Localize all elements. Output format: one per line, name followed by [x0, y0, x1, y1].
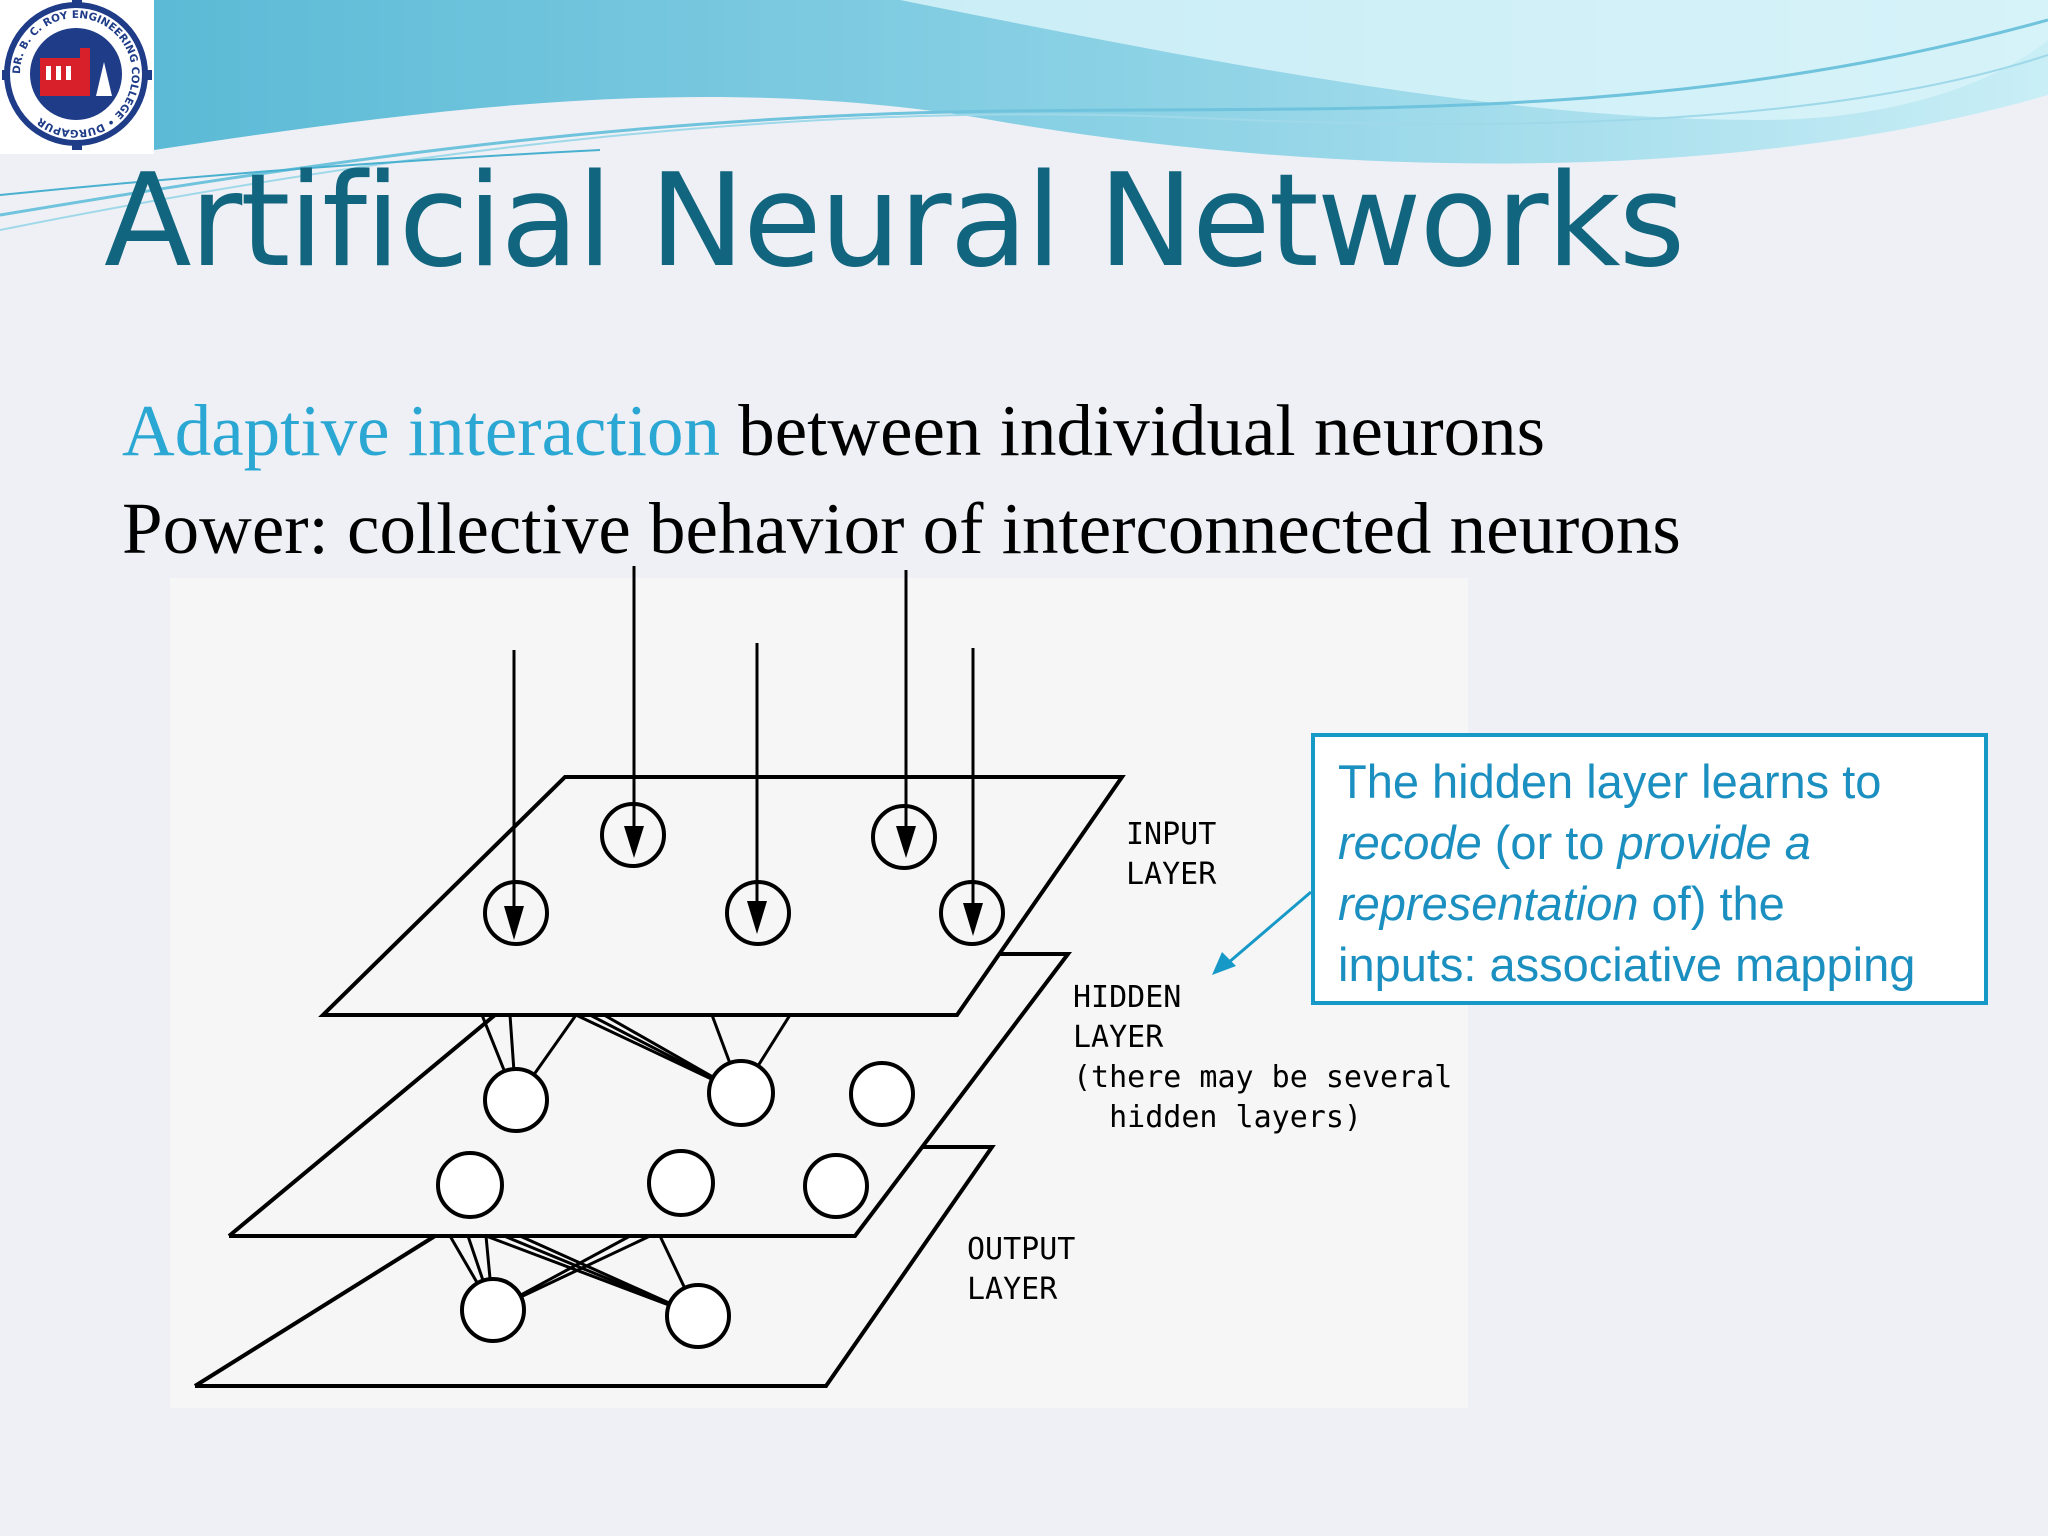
wave-line [0, 149, 601, 196]
hidden-neuron [849, 1061, 915, 1127]
callout-text: of) the [1638, 877, 1785, 930]
output-neuron [460, 1277, 526, 1343]
callout-line: inputs: associative mapping [1338, 938, 1916, 991]
emphasis-text: recode [1338, 816, 1482, 869]
arrowhead-icon [1212, 952, 1236, 975]
callout-pointer-arrow [1212, 890, 1312, 975]
wave-line [0, 18, 2048, 217]
output-neuron [665, 1283, 731, 1349]
hidden-neuron [483, 1067, 549, 1133]
callout-line: recode (or to provide a [1338, 812, 1966, 873]
bullet-adaptive-interaction: Adaptive interaction between individual … [122, 387, 1545, 475]
wave-line [0, 54, 2048, 231]
input-layer-plane [318, 775, 1126, 1017]
slide-title: Artificial Neural Networks [104, 147, 1685, 296]
input-neuron [871, 804, 937, 870]
callout-text: (or to [1481, 816, 1618, 869]
hidden-layer-plane [229, 952, 1073, 1238]
hidden-neuron [436, 1151, 504, 1219]
emphasis-text: representation [1338, 877, 1639, 930]
arrowhead-icon [896, 826, 916, 858]
hidden-neuron [647, 1149, 715, 1217]
callout-box: The hidden layer learns to recode (or to… [1311, 733, 1988, 1005]
college-logo: DR. B. C. ROY ENGINEERING COLLEGE • DURG… [0, 0, 154, 154]
input-layer-label: INPUT LAYER [1126, 817, 1217, 892]
hidden-neuron [707, 1059, 775, 1127]
factory-icon [40, 48, 112, 96]
arrowhead-icon [624, 826, 644, 858]
input-neuron [600, 802, 666, 868]
emphasis-text: provide a [1617, 816, 1811, 869]
hidden-neuron [803, 1153, 869, 1219]
callout-line: representation of) the [1338, 873, 1966, 934]
arrowhead-icon [504, 906, 524, 940]
header-wave-decoration [0, 0, 2048, 231]
hidden-layer-label: HIDDEN LAYER (there may be several hidde… [1073, 980, 1453, 1135]
bullet-text: between individual neurons [719, 390, 1546, 471]
highlight-text: Adaptive interaction [122, 390, 720, 471]
bullet-collective-power: Power: collective behavior of interconne… [122, 488, 1681, 569]
arrowhead-icon [963, 903, 983, 936]
wave-light-band [900, 0, 2048, 120]
input-neuron [939, 880, 1005, 946]
input-neuron [725, 880, 791, 946]
output-layer-label: OUTPUT LAYER [967, 1232, 1076, 1307]
callout-line: The hidden layer learns to [1338, 755, 1882, 808]
arrowhead-icon [747, 901, 767, 934]
input-neuron [483, 880, 549, 946]
output-layer-plane [195, 1145, 996, 1388]
arrowheads [504, 826, 983, 940]
